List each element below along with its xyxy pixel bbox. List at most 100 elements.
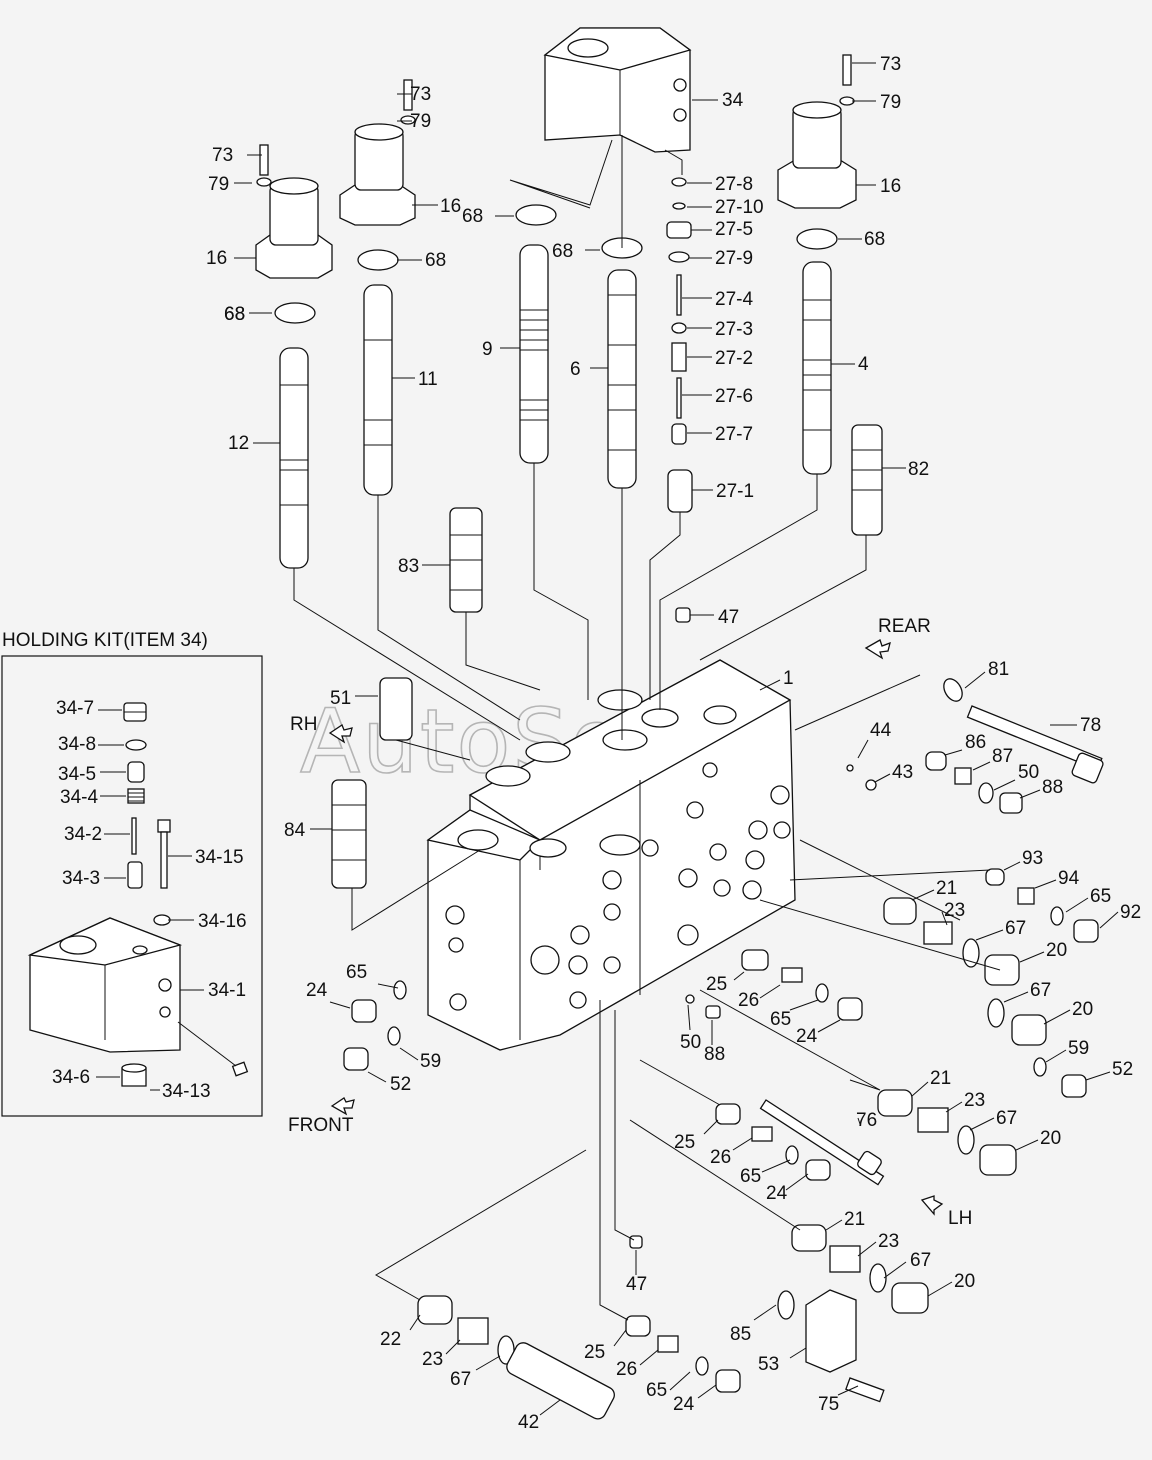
callout-68: 68 <box>864 229 885 250</box>
callout-75: 75 <box>818 1394 839 1415</box>
callout-27-7: 27-7 <box>715 424 753 445</box>
callout-59: 59 <box>1068 1038 1089 1059</box>
callout-leader <box>969 1117 995 1131</box>
rh-label: RH <box>290 714 317 735</box>
callout-leader <box>377 983 399 989</box>
callout-59: 59 <box>420 1051 441 1072</box>
callout-4: 4 <box>858 354 869 375</box>
kit-callout-34-13: 34-13 <box>162 1081 211 1102</box>
direction-indicators: REAR RH FRONT LH <box>288 616 972 1229</box>
callout-leader <box>1065 897 1089 913</box>
callout-leader <box>945 1101 963 1113</box>
front-label: FRONT <box>288 1115 354 1136</box>
callout-leader <box>1003 861 1021 871</box>
kit-callout-34-8: 34-8 <box>58 734 96 755</box>
callout-23: 23 <box>422 1349 443 1370</box>
leader-lines <box>293 135 1001 1321</box>
callout-leader <box>857 1241 877 1257</box>
callout-25: 25 <box>584 1342 605 1363</box>
callout-67: 67 <box>910 1250 931 1271</box>
callout-94: 94 <box>1058 868 1080 889</box>
callout-leader <box>785 1173 809 1191</box>
callout-83: 83 <box>398 556 419 577</box>
callout-27-5: 27-5 <box>715 219 753 240</box>
callout-79: 79 <box>880 92 901 113</box>
callout-leader <box>825 1219 843 1231</box>
callout-51: 51 <box>330 688 351 709</box>
callout-65: 65 <box>1090 886 1111 907</box>
rear-label: REAR <box>878 616 931 637</box>
callout-leader <box>733 971 745 981</box>
callout-92: 92 <box>1120 902 1141 923</box>
callout-leader <box>1099 911 1119 929</box>
callout-21: 21 <box>930 1068 951 1089</box>
callout-65: 65 <box>770 1009 791 1030</box>
callout-12: 12 <box>228 433 249 454</box>
kit-callout-34-6: 34-6 <box>52 1067 90 1088</box>
callout-leader <box>639 1349 659 1366</box>
kit-callout-34-4: 34-4 <box>60 787 98 808</box>
callout-leader <box>613 1329 627 1347</box>
callout-leader <box>944 749 963 756</box>
callout-leader <box>409 1314 421 1331</box>
callout-leader <box>911 1081 929 1097</box>
callout-23: 23 <box>964 1090 985 1111</box>
callout-53: 53 <box>758 1354 779 1375</box>
callout-76: 76 <box>856 1110 877 1131</box>
callout-leader <box>975 929 1004 941</box>
side-components <box>343 678 1104 1420</box>
callout-leader <box>759 984 781 999</box>
kit-callout-34-16: 34-16 <box>198 911 247 932</box>
callout-67: 67 <box>450 1369 471 1390</box>
callout-leader <box>687 1004 691 1031</box>
callout-65: 65 <box>646 1380 667 1401</box>
callout-leader <box>857 1117 861 1125</box>
callout-leader <box>911 889 935 901</box>
callout-85: 85 <box>730 1324 751 1345</box>
main-valve-body <box>426 659 796 1051</box>
callout-leader <box>329 1001 351 1009</box>
callout-24: 24 <box>306 980 328 1001</box>
callout-67: 67 <box>1030 980 1051 1001</box>
callout-25: 25 <box>674 1132 695 1153</box>
callout-labels: 737916737916686834686827-827-1027-527-96… <box>206 54 1141 1433</box>
callout-leader <box>1085 1071 1111 1081</box>
callout-68: 68 <box>224 304 245 325</box>
callout-leader <box>475 1355 501 1371</box>
kit-callout-34-5: 34-5 <box>58 764 96 785</box>
callout-leader <box>972 761 991 771</box>
callout-20: 20 <box>1046 940 1067 961</box>
callout-24: 24 <box>766 1183 788 1204</box>
callout-87: 87 <box>992 746 1013 767</box>
callout-50: 50 <box>1018 762 1039 783</box>
callout-50: 50 <box>680 1032 701 1053</box>
callout-20: 20 <box>1040 1128 1061 1149</box>
callout-25: 25 <box>706 974 727 995</box>
holding-kit-title: HOLDING KIT(ITEM 34) <box>2 630 208 651</box>
callout-78: 78 <box>1080 715 1101 736</box>
callout-23: 23 <box>944 900 965 921</box>
callout-68: 68 <box>224 304 245 325</box>
callout-20: 20 <box>954 1271 975 1292</box>
callout-20: 20 <box>1072 999 1093 1020</box>
callout-leader <box>1003 991 1029 1003</box>
callout-81: 81 <box>988 659 1009 680</box>
callout-leader <box>789 1347 807 1359</box>
kit-callout-34-2: 34-2 <box>64 824 102 845</box>
callout-79: 79 <box>410 111 431 132</box>
lh-label: LH <box>948 1208 972 1229</box>
callout-93: 93 <box>1022 848 1043 869</box>
callout-6: 6 <box>570 359 581 380</box>
callout-16: 16 <box>440 196 461 217</box>
callout-26: 26 <box>710 1147 731 1168</box>
callout-leader <box>1019 951 1045 963</box>
callout-27-6: 27-6 <box>715 386 753 407</box>
callout-leader <box>837 1385 859 1396</box>
callout-27-1: 27-1 <box>716 481 754 502</box>
callout-26: 26 <box>738 990 759 1011</box>
callout-47: 47 <box>718 607 739 628</box>
callout-65: 65 <box>346 962 367 983</box>
callout-21: 21 <box>844 1209 865 1230</box>
callout-leader <box>539 1399 561 1416</box>
